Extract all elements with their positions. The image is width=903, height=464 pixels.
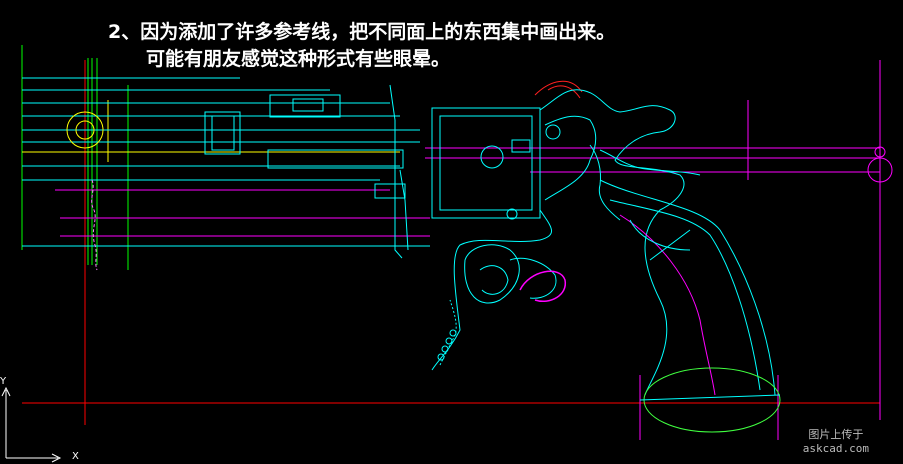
hammer-red-curve [534, 81, 583, 99]
cylinder-pin-circle [480, 145, 504, 169]
frame-outline [544, 115, 597, 201]
watermark-line-2: askcad.com [802, 442, 869, 455]
cyan-rectangle [204, 111, 241, 155]
watermark: 图片上传于 askcad.com [803, 428, 869, 456]
barrel-outline [389, 84, 403, 259]
caption-line-1: 2、因为添加了许多参考线，把不同面上的东西集中画出来。 [108, 21, 616, 43]
frame-rectangle [431, 107, 541, 219]
cyan-rectangle [267, 149, 404, 169]
grip-base-line [639, 394, 781, 401]
grip-outline [619, 214, 716, 396]
ucs-x-label: X [72, 451, 79, 462]
yellow-circle [66, 111, 104, 149]
magenta-circle [867, 157, 893, 183]
grip-outline [599, 179, 776, 396]
magenta-circle [874, 146, 886, 158]
yellow-circle [75, 120, 95, 140]
ucs-y-label: Y [0, 376, 7, 387]
trigger-guard [509, 257, 557, 299]
cyan-rectangle [211, 115, 235, 151]
frame-outline [431, 209, 552, 371]
squiggle-line [599, 149, 701, 176]
grip-outline [629, 219, 691, 261]
squiggle-line [91, 179, 98, 271]
spring-curve [439, 299, 457, 366]
spring-coil [449, 329, 457, 337]
spring-coil [437, 353, 445, 361]
trigger-guard [464, 244, 520, 304]
spring-coil [441, 345, 449, 353]
watermark-line-1: 图片上传于 [808, 428, 864, 441]
frame-rectangle [439, 115, 533, 211]
cyan-rectangle [269, 94, 341, 118]
cyan-rectangle [292, 98, 324, 112]
trigger-guard [479, 265, 509, 295]
frame-outline [539, 89, 685, 396]
pin-rectangle [511, 139, 531, 153]
small-circle [545, 124, 561, 140]
grip-outline [609, 199, 761, 391]
small-circle [506, 208, 518, 220]
cyan-rectangle [374, 183, 406, 199]
barrel-outline [399, 169, 409, 251]
squiggle-line [589, 144, 621, 221]
caption-line-2: 可能有朋友感觉这种形式有些眼晕。 [146, 48, 451, 70]
spring-coil [445, 337, 453, 345]
ucs-axis-icon [1, 386, 62, 463]
trigger-curl [519, 270, 566, 302]
